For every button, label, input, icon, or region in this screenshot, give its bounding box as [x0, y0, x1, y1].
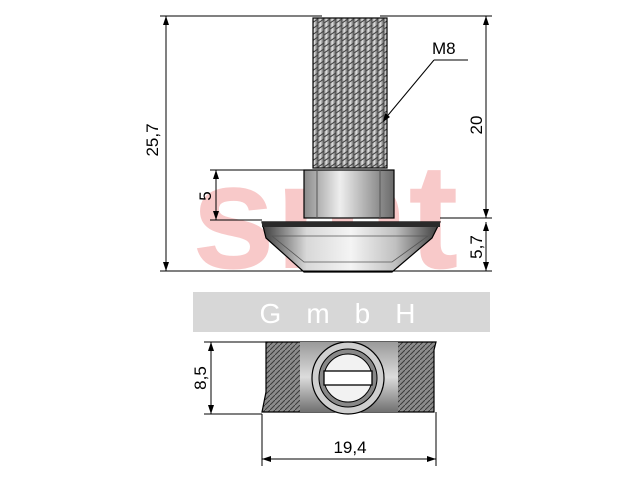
dim-slot-width: 8,5: [191, 366, 210, 390]
dim-thread-length: 20: [467, 116, 486, 135]
bolt-thread: [312, 17, 388, 169]
dim-total-height: 25,7: [143, 123, 162, 156]
dim-head-length: 19,4: [333, 438, 366, 457]
t-head-inner-chamfer: [270, 235, 430, 263]
bolt-side-view: [261, 17, 441, 273]
watermark-bar: [193, 292, 490, 332]
t-head-top-edge: [262, 222, 440, 227]
screwdriver-slot: [323, 370, 373, 386]
dimensions-side-view: 25,7 20 5 5,7 M8: [143, 15, 492, 272]
watermark-company: GmbH: [260, 298, 441, 329]
t-nut-top-view: [261, 341, 437, 415]
dim-head-height: 5,7: [467, 235, 486, 259]
dim-thread-label: M8: [432, 39, 456, 58]
bolt-collar: [303, 169, 395, 219]
dimensions-top-view: 8,5 19,4: [191, 341, 437, 466]
dim-collar-height: 5: [196, 191, 215, 200]
